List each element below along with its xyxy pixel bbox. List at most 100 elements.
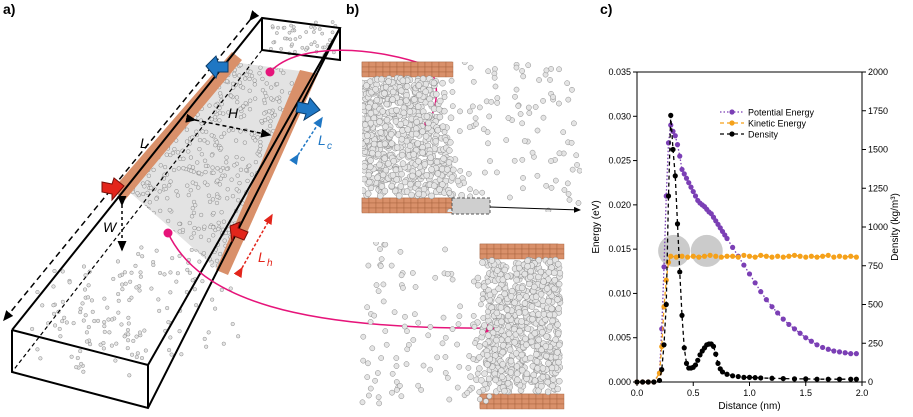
particle <box>243 167 249 173</box>
particle <box>498 318 505 326</box>
particle <box>252 257 257 262</box>
particle <box>267 123 273 129</box>
particle <box>222 238 227 243</box>
wall-brick <box>445 61 454 68</box>
particle <box>565 96 572 103</box>
data-point <box>808 253 814 259</box>
wall-brick <box>549 393 558 400</box>
particle <box>189 247 194 252</box>
particle <box>363 82 370 89</box>
data-point <box>758 289 764 295</box>
particle <box>127 82 132 87</box>
particle <box>408 191 415 199</box>
particle <box>305 45 309 50</box>
particle <box>410 151 417 158</box>
x-axis-label: Distance (nm) <box>718 401 780 412</box>
particle <box>296 129 301 135</box>
wall-brick <box>382 66 391 73</box>
particle <box>377 129 385 136</box>
particle <box>126 67 132 72</box>
particle <box>543 285 551 292</box>
particle <box>466 124 473 131</box>
data-point <box>674 221 681 227</box>
particle <box>247 163 252 168</box>
particle <box>305 62 308 67</box>
particle <box>233 138 239 143</box>
particle <box>183 84 188 89</box>
wall-brick <box>507 403 516 410</box>
data-point <box>670 146 676 153</box>
particle <box>393 106 400 114</box>
y2-tick-label: 0 <box>868 377 873 387</box>
particle <box>253 232 259 237</box>
particle <box>367 157 374 164</box>
particle <box>320 31 325 36</box>
wall-brick <box>542 398 551 405</box>
particle <box>198 234 204 239</box>
particle <box>60 269 65 274</box>
particle <box>264 94 269 99</box>
particle <box>300 45 305 50</box>
particle <box>311 217 315 221</box>
wall-brick <box>500 248 509 255</box>
particle <box>409 172 416 180</box>
particle <box>397 183 405 190</box>
particle <box>40 303 45 308</box>
particle <box>214 140 220 145</box>
particle <box>129 223 134 228</box>
data-point <box>746 253 753 259</box>
particle <box>187 164 192 169</box>
wall-brick <box>500 393 509 400</box>
particle <box>197 146 202 152</box>
particle <box>436 113 444 121</box>
particle <box>291 214 296 220</box>
y2-tick-label: 1750 <box>868 106 888 116</box>
particle <box>266 62 272 63</box>
particle <box>174 80 180 85</box>
particle <box>444 271 451 277</box>
particle <box>129 352 135 357</box>
particle <box>293 207 298 213</box>
particle <box>185 183 190 188</box>
particle <box>371 102 379 110</box>
particle <box>390 157 397 165</box>
data-point <box>668 112 674 118</box>
particle <box>364 190 372 197</box>
particle <box>228 93 234 98</box>
particle <box>179 66 184 71</box>
particle <box>268 192 273 197</box>
particle <box>507 369 515 376</box>
particle <box>115 259 121 264</box>
particle <box>174 93 179 99</box>
particle <box>306 240 308 246</box>
data-point <box>735 254 741 260</box>
particle <box>243 76 248 81</box>
particle <box>214 200 220 206</box>
particle <box>249 54 253 58</box>
particle <box>245 178 250 184</box>
particle <box>549 382 556 390</box>
particle <box>362 163 368 170</box>
particle <box>86 325 91 330</box>
particle <box>102 320 107 325</box>
particle <box>492 83 499 90</box>
particle <box>52 268 57 274</box>
particle <box>278 269 283 270</box>
data-point <box>724 235 730 242</box>
particle <box>224 79 230 84</box>
particle <box>203 169 208 175</box>
data-point <box>651 379 657 385</box>
particle <box>201 251 207 256</box>
data-point <box>831 348 837 354</box>
particle <box>535 256 543 264</box>
particle <box>131 338 136 343</box>
particle <box>369 149 376 157</box>
particle <box>211 268 216 270</box>
data-point <box>780 375 786 382</box>
particle <box>279 89 285 94</box>
data-point <box>690 253 696 259</box>
particle <box>422 133 430 140</box>
particle <box>162 260 167 266</box>
particle <box>84 330 89 335</box>
particle <box>434 170 442 177</box>
